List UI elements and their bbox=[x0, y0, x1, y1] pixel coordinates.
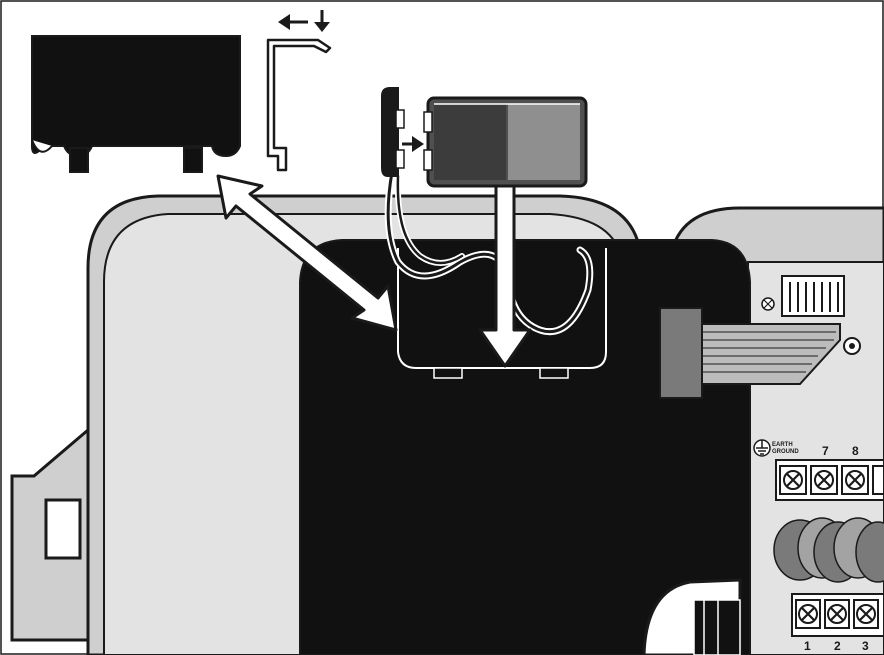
terminal-screw-icon bbox=[780, 466, 806, 494]
terminal-screw-icon bbox=[854, 600, 878, 628]
terminal-screw-icon bbox=[796, 600, 820, 628]
conduit-knockouts bbox=[774, 518, 884, 582]
terminal-screw-icon bbox=[825, 600, 849, 628]
earth-ground-label-line1: EARTH bbox=[772, 442, 793, 448]
terminal-number-2: 2 bbox=[834, 639, 841, 653]
terminal-screw-icon bbox=[873, 466, 884, 494]
earth-ground-icon bbox=[754, 440, 770, 456]
upper-terminal-strip bbox=[776, 460, 884, 500]
mounting-slot bbox=[46, 500, 80, 558]
terminal-number-8: 8 bbox=[852, 444, 859, 458]
battery-9v-icon bbox=[424, 98, 586, 186]
terminal-screw-icon bbox=[842, 466, 868, 494]
terminal-number-7: 7 bbox=[822, 444, 829, 458]
terminal-number-3: 3 bbox=[862, 639, 869, 653]
lower-terminal-strip bbox=[792, 594, 884, 636]
terminal-number-1: 1 bbox=[804, 639, 811, 653]
earth-ground-label-line2: GROUND bbox=[772, 449, 799, 455]
terminal-screw-icon bbox=[811, 466, 837, 494]
